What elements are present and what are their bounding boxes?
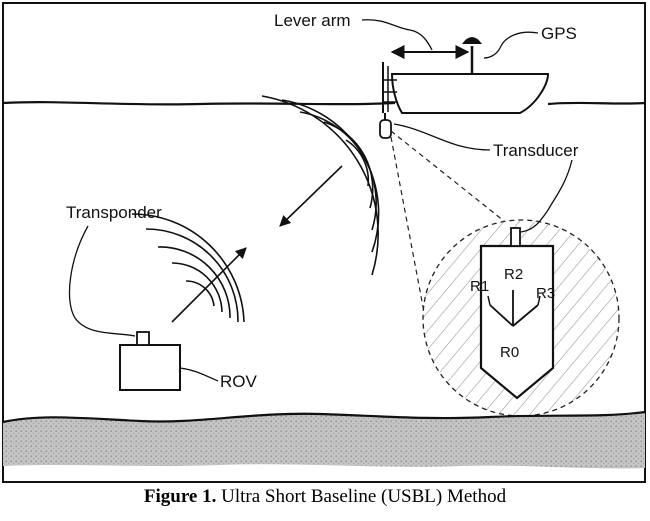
figure-caption-prefix: Figure 1. (143, 486, 217, 507)
gps-leader (483, 31, 539, 59)
transducer-head (379, 119, 392, 139)
gps-label: GPS (541, 24, 577, 43)
downward-signal-arrow (279, 165, 343, 227)
transducer-detail: R2 R1 R3 R0 (422, 159, 620, 417)
figure-caption-text: Ultra Short Baseline (USBL) Method (216, 486, 507, 507)
receiver-r0-label: R0 (500, 344, 519, 361)
receiver-r2-label: R2 (504, 266, 523, 283)
seabed-fill (3, 412, 645, 469)
rov-body (119, 344, 181, 391)
rov-leader (179, 367, 219, 382)
rov (119, 331, 181, 391)
lever-arm-label: Lever arm (274, 11, 351, 30)
transponder-unit (136, 331, 150, 346)
transducer-sound-waves (261, 95, 380, 276)
seabed-line (2, 410, 646, 424)
transducer-leader (393, 123, 491, 151)
gps-antenna-icon (462, 37, 482, 44)
figure-caption: Figure 1. Ultra Short Baseline (USBL) Me… (0, 486, 650, 508)
zoom-line-lower (390, 136, 425, 313)
transducer-cable (520, 159, 573, 233)
sea-surface-line (2, 101, 646, 106)
zoom-line-upper (390, 130, 505, 222)
transponder-label: Transponder (66, 203, 162, 222)
receiver-r3-label: R3 (536, 285, 555, 302)
boat (382, 37, 550, 114)
upward-signal-arrow (171, 247, 247, 323)
transducer-label: Transducer (493, 141, 579, 160)
receiver-r1-label: R1 (470, 278, 489, 295)
lever-arm-leader (361, 19, 433, 51)
diagram-canvas: Lever arm GPS Transducer R2 R1 R3 R0 (2, 2, 646, 483)
figure-frame (2, 2, 646, 483)
rov-label: ROV (220, 372, 258, 391)
transponder-leader (68, 225, 136, 337)
